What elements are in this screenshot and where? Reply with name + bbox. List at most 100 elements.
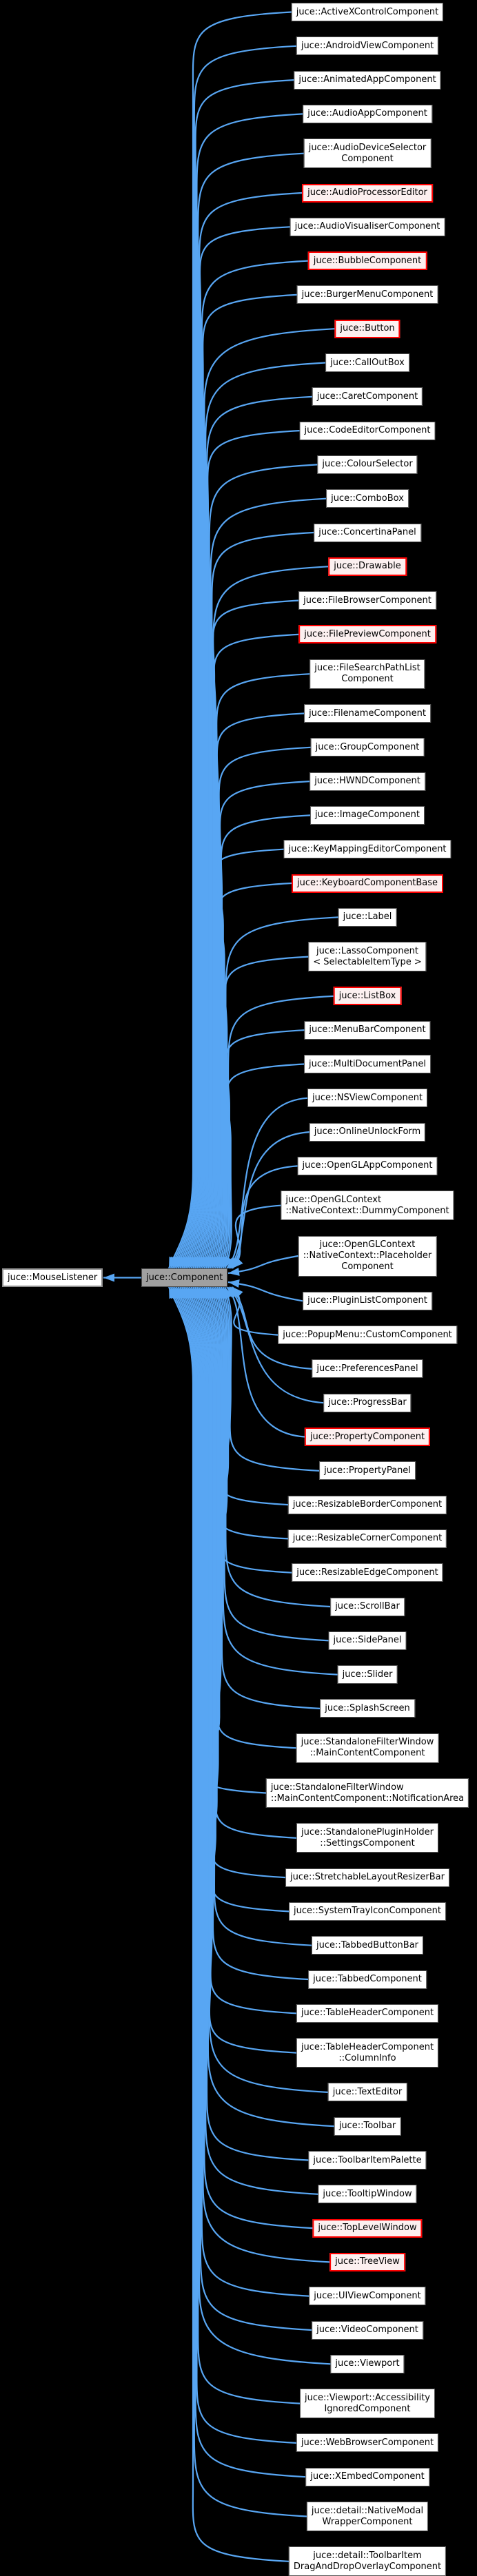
class-node[interactable]: juce::AndroidViewComponent xyxy=(296,37,439,56)
class-node[interactable]: juce::CodeEditorComponent xyxy=(299,421,436,440)
class-node-label: juce::Viewport::Accessibility xyxy=(304,2392,431,2403)
class-node[interactable]: juce::UIViewComponent xyxy=(309,2287,426,2306)
class-node[interactable]: juce::KeyboardComponentBase xyxy=(292,874,443,893)
class-node[interactable]: juce::TextEditor xyxy=(327,2083,407,2102)
class-node[interactable]: juce::Drawable xyxy=(328,557,407,576)
class-node[interactable]: juce::BurgerMenuComponent xyxy=(296,285,438,305)
class-node-label: juce::CaretComponent xyxy=(316,391,418,402)
class-node[interactable]: juce::Label xyxy=(338,907,397,927)
class-node[interactable]: juce::ResizableCornerComponent xyxy=(287,1529,447,1548)
class-node[interactable]: juce::ResizableEdgeComponent xyxy=(292,1563,443,1583)
class-node[interactable]: juce::PopupMenu::CustomComponent xyxy=(278,1326,457,1345)
class-node[interactable]: juce::ImageComponent xyxy=(310,805,425,825)
class-node-label: juce::AndroidViewComponent xyxy=(301,40,434,51)
class-node[interactable]: juce::VideoComponent xyxy=(312,2320,423,2340)
class-node-label: juce::LassoComponent xyxy=(316,945,418,956)
class-node[interactable]: juce::ColourSelector xyxy=(317,455,418,474)
class-node-mouselistener[interactable]: juce::MouseListener xyxy=(2,1268,103,1287)
class-node[interactable]: juce::AudioAppComponent xyxy=(303,104,432,123)
class-node[interactable]: juce::AnimatedAppComponent xyxy=(294,70,441,90)
class-node-label: juce::OpenGLAppComponent xyxy=(302,1160,433,1171)
class-node[interactable]: juce::Toolbar xyxy=(334,2116,401,2136)
class-node[interactable]: juce::CaretComponent xyxy=(312,387,423,406)
class-node[interactable]: juce::ListBox xyxy=(333,987,402,1006)
class-node[interactable]: juce::OpenGLContext::NativeContext::Plac… xyxy=(298,1235,437,1277)
inheritance-edge xyxy=(168,1286,290,2562)
class-node-label: WrapperComponent xyxy=(322,2516,413,2527)
class-node[interactable]: juce::TooltipWindow xyxy=(318,2185,417,2204)
inheritance-edge xyxy=(227,1279,303,1302)
class-node[interactable]: juce::TableHeaderComponent::ColumnInfo xyxy=(296,2038,439,2068)
class-node-label: juce::SplashScreen xyxy=(325,1702,410,1713)
class-node[interactable]: juce::FileBrowserComponent xyxy=(298,591,436,610)
class-node[interactable]: juce::SplashScreen xyxy=(320,1699,415,1718)
class-node[interactable]: juce::StandaloneFilterWindow::MainConten… xyxy=(296,1733,439,1763)
class-node[interactable]: juce::ResizableBorderComponent xyxy=(287,1495,447,1514)
inheritance-edge xyxy=(192,1286,328,2093)
class-node[interactable]: juce::StretchableLayoutResizerBar xyxy=(285,1868,449,1887)
class-node-label: juce::ConcertinaPanel xyxy=(318,527,416,537)
class-node[interactable]: juce::SidePanel xyxy=(328,1631,407,1650)
inheritance-edge xyxy=(212,1286,338,1676)
class-node[interactable]: juce::Viewport xyxy=(330,2354,405,2373)
class-node[interactable]: juce::TopLevelWindow xyxy=(312,2218,423,2238)
class-node[interactable]: juce::FilePreviewComponent xyxy=(298,625,436,644)
class-node[interactable]: juce::StandalonePluginHolder::SettingsCo… xyxy=(296,1823,439,1853)
class-node-label: juce::CallOutBox xyxy=(330,357,405,368)
class-node[interactable]: juce::ProgressBar xyxy=(323,1393,412,1412)
class-node[interactable]: juce::TabbedComponent xyxy=(308,1970,427,1989)
class-node[interactable]: juce::PreferencesPanel xyxy=(312,1359,423,1379)
class-node[interactable]: juce::GroupComponent xyxy=(310,738,425,757)
class-node[interactable]: juce::PluginListComponent xyxy=(303,1291,432,1310)
class-node[interactable]: juce::MultiDocumentPanel xyxy=(304,1055,431,1073)
class-node-label: juce::AnimatedAppComponent xyxy=(298,74,436,85)
inheritance-edge xyxy=(211,1286,321,1709)
class-node[interactable]: juce::StandaloneFilterWindow::MainConten… xyxy=(265,1778,469,1808)
class-node[interactable]: juce::CallOutBox xyxy=(325,353,409,372)
class-node[interactable]: juce::TreeView xyxy=(329,2252,405,2271)
class-node-label: juce::KeyMappingEditorComponent xyxy=(288,843,447,854)
class-node-label: juce::PropertyComponent xyxy=(309,1431,425,1442)
class-node[interactable]: juce::Slider xyxy=(337,1665,398,1684)
class-node[interactable]: juce::FilenameComponent xyxy=(304,704,431,723)
class-node[interactable]: juce::XEmbedComponent xyxy=(305,2467,429,2486)
class-node[interactable]: juce::ComboBox xyxy=(326,489,409,508)
class-node-label: juce::Component xyxy=(146,1272,223,1283)
class-node[interactable]: juce::PropertyComponent xyxy=(304,1428,431,1446)
class-node[interactable]: juce::KeyMappingEditorComponent xyxy=(283,840,451,859)
class-node[interactable]: juce::LassoComponent< SelectableItemType… xyxy=(308,942,427,972)
class-node[interactable]: juce::ToolbarItemPalette xyxy=(308,2151,427,2170)
class-node[interactable]: juce::OnlineUnlockForm xyxy=(309,1122,426,1142)
class-node-label: juce::WebBrowserComponent xyxy=(301,2437,434,2448)
class-node[interactable]: juce::PropertyPanel xyxy=(319,1461,416,1481)
class-node[interactable]: juce::AudioVisualiserComponent xyxy=(290,217,445,236)
class-node-label: juce::PopupMenu::CustomComponent xyxy=(283,1329,452,1340)
class-node[interactable]: juce::WebBrowserComponent xyxy=(296,2433,439,2453)
class-node[interactable]: juce::ActiveXControlComponent xyxy=(291,3,444,21)
class-node[interactable]: juce::BubbleComponent xyxy=(307,251,427,271)
inheritance-edge xyxy=(230,1286,312,1370)
class-node[interactable]: juce::TableHeaderComponent xyxy=(296,2003,439,2023)
class-node[interactable]: juce::SystemTrayIconComponent xyxy=(289,1902,446,1921)
class-node[interactable]: juce::OpenGLContext::NativeContext::Dumm… xyxy=(281,1191,454,1221)
class-node[interactable]: juce::Button xyxy=(334,319,400,338)
class-node[interactable]: juce::AudioProcessorEditor xyxy=(302,183,433,203)
class-node[interactable]: juce::TabbedButtonBar xyxy=(311,1936,424,1955)
inheritance-edge xyxy=(183,293,297,1269)
class-node[interactable]: juce::NSViewComponent xyxy=(307,1089,428,1108)
class-node-label: juce::SidePanel xyxy=(333,1635,402,1646)
class-node-label: juce::detail::ToolbarItem xyxy=(313,2550,422,2561)
class-node[interactable]: juce::ScrollBar xyxy=(330,1597,405,1616)
class-node[interactable]: juce::MenuBarComponent xyxy=(304,1020,431,1040)
inheritance-edge xyxy=(185,328,335,1269)
class-node[interactable]: juce::OpenGLAppComponent xyxy=(297,1156,438,1175)
class-node[interactable]: juce::HWNDComponent xyxy=(309,772,425,791)
inheritance-edge xyxy=(232,1204,281,1269)
inheritance-edge xyxy=(198,1286,309,1981)
class-node[interactable]: juce::ConcertinaPanel xyxy=(314,523,421,542)
